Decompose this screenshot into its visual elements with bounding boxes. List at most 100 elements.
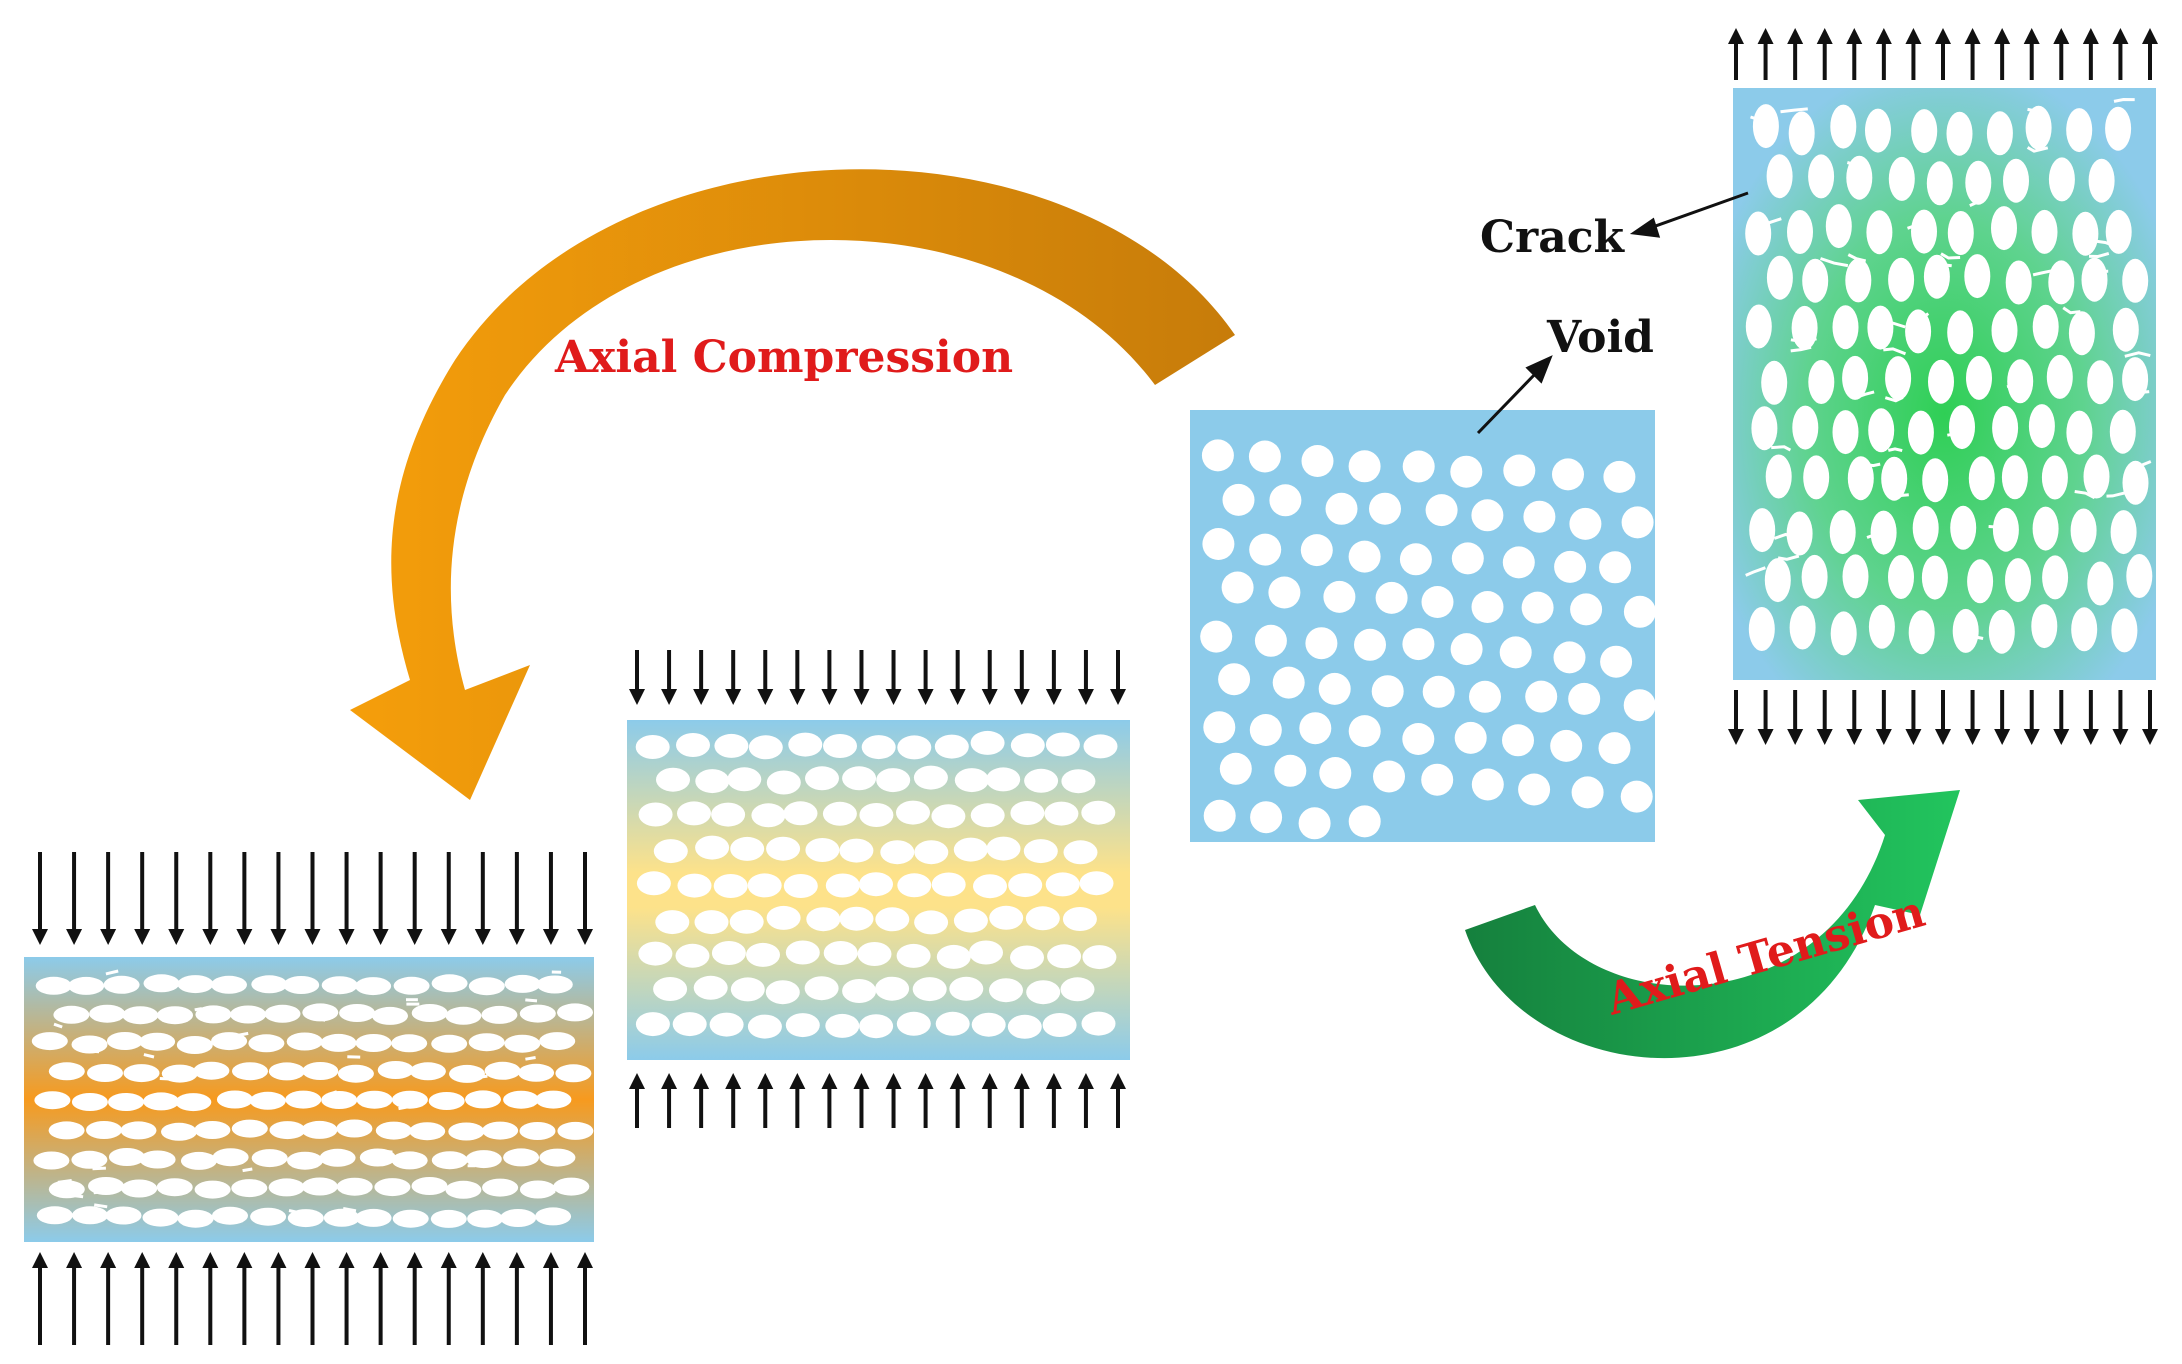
force-arrow-head <box>1045 689 1062 705</box>
void <box>1847 456 1874 501</box>
void <box>1222 483 1255 516</box>
void <box>638 802 673 827</box>
void <box>2032 304 2059 349</box>
void <box>500 1209 537 1227</box>
crack <box>2062 306 2081 315</box>
void <box>1966 355 1992 400</box>
microcrack <box>87 1128 101 1133</box>
void <box>711 802 746 827</box>
microcrack <box>53 1022 63 1029</box>
void <box>377 1061 414 1079</box>
force-arrow-head <box>1994 729 2011 745</box>
tensile-force-arrows-top <box>1728 28 2158 80</box>
void <box>2005 558 2031 603</box>
void <box>1842 355 1869 400</box>
microcrack <box>328 1090 338 1096</box>
void <box>1318 672 1351 705</box>
void <box>1911 109 1938 154</box>
force-arrow-head <box>853 689 870 705</box>
crack <box>1884 396 1904 403</box>
void <box>1010 801 1045 825</box>
void <box>143 974 180 993</box>
void <box>2083 454 2110 499</box>
void <box>321 976 358 995</box>
void <box>212 1206 248 1225</box>
void <box>1422 675 1455 708</box>
microcrack <box>159 1077 173 1081</box>
void <box>695 769 730 794</box>
void <box>1600 645 1633 678</box>
void <box>1748 607 1775 651</box>
crack <box>1947 431 1971 437</box>
force-arrow-head <box>981 1073 998 1089</box>
void <box>746 942 780 967</box>
void <box>519 1180 556 1199</box>
void <box>2041 455 2068 500</box>
tension-transition-arrow <box>1465 790 1960 1059</box>
void <box>142 1208 179 1227</box>
void <box>1454 721 1487 754</box>
crack <box>1790 337 1817 344</box>
force-arrow-head <box>1935 28 1951 44</box>
void <box>2068 311 2095 356</box>
void <box>319 1148 356 1167</box>
void <box>122 1006 159 1025</box>
void <box>1911 209 1937 254</box>
void <box>1010 733 1045 758</box>
microcrack <box>342 1207 357 1213</box>
void <box>1083 734 1118 759</box>
void <box>1023 839 1058 864</box>
force-arrow-head <box>1077 689 1094 705</box>
force-arrow-head <box>661 689 678 705</box>
void <box>1947 211 1974 255</box>
void <box>1047 944 1082 969</box>
void <box>2088 158 2115 203</box>
compressive-force-arrows-bottom <box>32 1252 593 1345</box>
void <box>1928 359 1954 404</box>
tension-panel <box>1728 28 2158 745</box>
crack <box>1820 257 1849 268</box>
void <box>1912 506 1939 550</box>
void <box>1788 111 1815 156</box>
microcrack <box>93 1203 108 1209</box>
void <box>1348 805 1381 838</box>
crack <box>1880 321 1906 329</box>
void <box>1249 714 1282 746</box>
void <box>1274 754 1307 787</box>
crack <box>1940 252 1961 260</box>
void <box>2081 257 2108 302</box>
void <box>1907 410 1934 455</box>
force-arrow-head <box>100 1252 117 1268</box>
void <box>1866 210 1893 255</box>
void <box>2122 258 2149 303</box>
void <box>106 1032 143 1050</box>
force-arrow-head <box>1816 729 1833 745</box>
force-arrow-head <box>66 929 83 945</box>
void <box>695 835 730 860</box>
microcrack <box>288 1209 302 1215</box>
void <box>2031 604 2058 649</box>
force-arrow-head <box>270 1252 287 1268</box>
void <box>320 1033 357 1052</box>
void <box>503 1090 540 1109</box>
void <box>931 804 966 829</box>
void <box>1399 543 1432 576</box>
void <box>1568 682 1601 715</box>
force-arrow-head <box>2023 28 2040 44</box>
void <box>391 1090 428 1109</box>
force-arrow-head <box>440 1252 457 1268</box>
void <box>409 1122 446 1141</box>
void <box>249 1091 286 1110</box>
void <box>2072 211 2099 256</box>
force-arrow-head <box>508 929 525 945</box>
void <box>1553 641 1586 674</box>
void <box>445 1180 482 1199</box>
void <box>468 1033 505 1052</box>
void <box>969 940 1003 965</box>
void <box>428 1092 465 1110</box>
force-arrow-head <box>1728 729 1744 745</box>
force-arrow-head <box>725 689 742 705</box>
void <box>1964 254 1991 299</box>
force-arrow-head <box>757 1073 774 1089</box>
void <box>392 1209 429 1228</box>
